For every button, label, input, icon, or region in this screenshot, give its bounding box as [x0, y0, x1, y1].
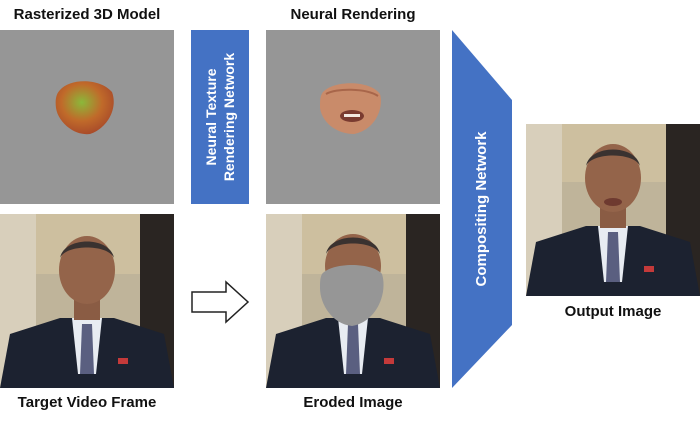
eroded-image [266, 214, 440, 388]
neural-rendering-panel [266, 30, 440, 204]
compositing-network-label: Compositing Network [473, 131, 490, 287]
arrow-right-icon [190, 280, 250, 324]
rasterized-face-mesh [55, 81, 114, 135]
eroded-image-label: Eroded Image [303, 394, 403, 411]
network-label-line2: Rendering Network [221, 52, 237, 182]
target-video-frame [0, 214, 174, 388]
eroded-face-region [320, 265, 384, 326]
rasterized-model-label: Rasterized 3D Model [13, 6, 161, 23]
neural-rendering-label: Neural Rendering [290, 6, 416, 23]
network-label-line1: Neural Texture [203, 68, 219, 166]
compositing-network-box: Compositing Network [452, 30, 512, 388]
target-frame-label: Target Video Frame [17, 394, 157, 411]
output-image-label: Output Image [564, 303, 662, 320]
rasterized-model-panel [0, 30, 174, 204]
output-image [526, 124, 700, 296]
rendered-face-patch [320, 83, 381, 134]
neural-texture-network-box: Neural Texture Rendering Network [191, 30, 249, 204]
